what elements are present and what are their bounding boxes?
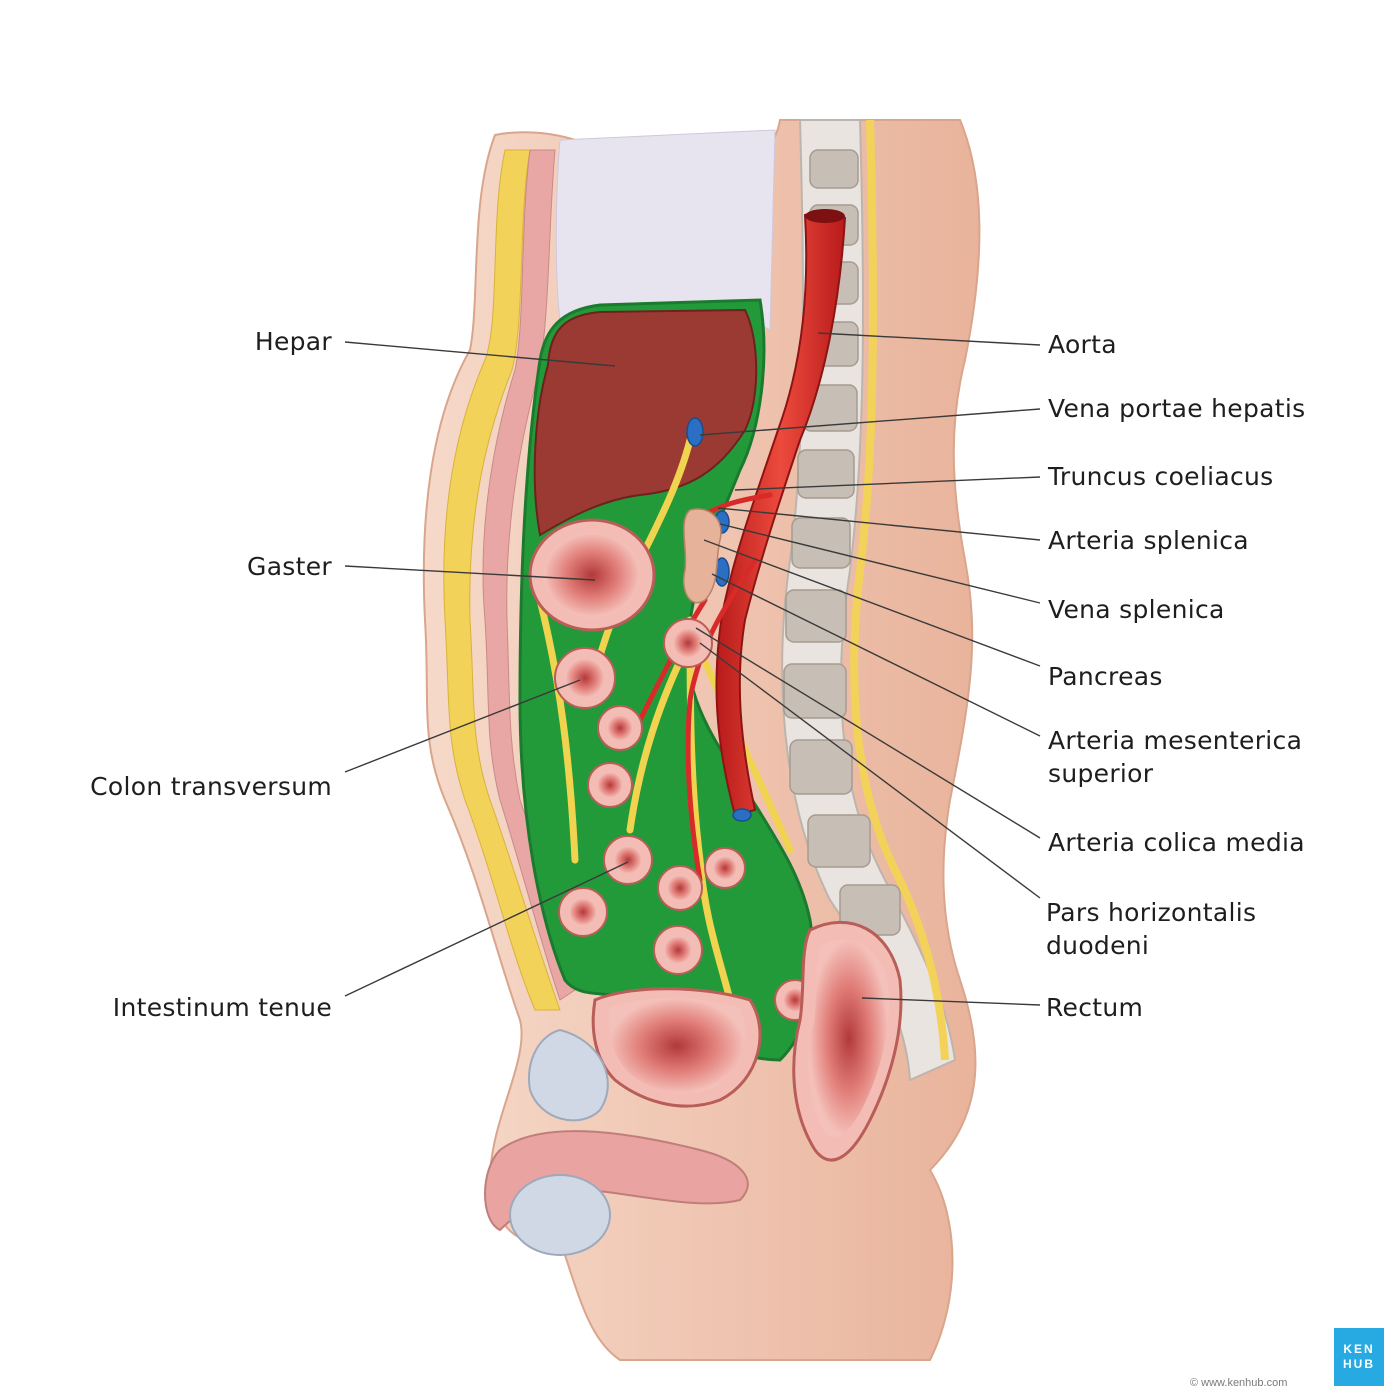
- label-aorta: Aorta: [1048, 330, 1117, 359]
- leader-lines: [344, 332, 1041, 1006]
- label-gaster: Gaster: [247, 552, 332, 581]
- label-rectum: Rectum: [1046, 993, 1144, 1022]
- rectum: [792, 920, 903, 1162]
- aorta: [715, 211, 847, 817]
- credit-text: © www.kenhub.com: [1190, 1377, 1288, 1389]
- fat-anterior: [443, 149, 561, 1011]
- label-colon-transversum: Colon transversum: [90, 772, 332, 801]
- label-hepar: Hepar: [254, 327, 332, 356]
- label-pancreas: Pancreas: [1048, 662, 1163, 691]
- transverse-colon: [554, 647, 616, 709]
- label-arteria-mesenterica-superior: Arteria mesenterica superior: [1048, 726, 1303, 788]
- logo-line-2: HUB: [1343, 1357, 1375, 1371]
- aorta-opening: [805, 209, 845, 223]
- label-vena-portae-hepatis: Vena portae hepatis: [1048, 394, 1306, 423]
- label-truncus-coeliacus: Truncus coeliacus: [1048, 462, 1274, 491]
- liver: [533, 308, 758, 537]
- logo-line-1: KEN: [1343, 1342, 1375, 1356]
- kenhub-logo: KEN HUB: [1334, 1328, 1384, 1386]
- urinary-bladder: [591, 987, 762, 1108]
- label-arteria-colica-media: Arteria colica media: [1048, 828, 1305, 857]
- label-pars-horizontalis-duodeni: Pars horizontalis duodeni: [1046, 898, 1257, 960]
- label-vena-splenica: Vena splenica: [1048, 595, 1225, 624]
- stomach: [528, 518, 656, 632]
- duodenum-horizontal-part: [663, 618, 713, 668]
- label-intestinum-tenue: Intestinum tenue: [112, 993, 332, 1022]
- label-arteria-splenica: Arteria splenica: [1048, 526, 1249, 555]
- pancreas: [683, 508, 722, 604]
- pelvic-region: [484, 1028, 749, 1256]
